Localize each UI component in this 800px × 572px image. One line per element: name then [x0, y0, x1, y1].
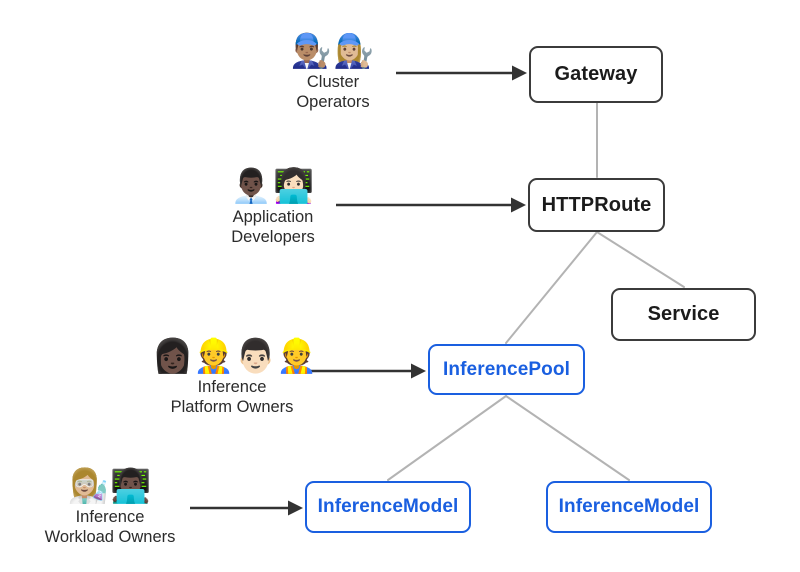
node-service[interactable]: Service [611, 288, 756, 341]
connector-inferencepool-model1 [387, 395, 507, 481]
node-label: InferencePool [443, 358, 570, 380]
woman-scientist-icon: 👩🏼‍🔬👨🏿‍💻 [67, 467, 153, 504]
node-label: HTTPRoute [541, 193, 652, 216]
node-label: Service [647, 303, 720, 325]
node-label: Gateway [554, 63, 638, 85]
node-httproute[interactable]: HTTPRoute [528, 178, 665, 232]
connector-inferencepool-model2 [505, 395, 630, 481]
node-label: InferenceModel [317, 496, 459, 517]
persona-label-line: Inference [197, 378, 267, 396]
arrow-inference-workload-owners [190, 500, 303, 516]
man-mechanic-icon: 👨🏽‍🔧👩🏼‍🔧 [290, 32, 376, 69]
arrow-application-developers [336, 197, 526, 213]
persona-label-line: Platform Owners [170, 398, 294, 416]
node-inferencemodel1[interactable]: InferenceModel [305, 481, 471, 533]
connector-httproute-service [596, 231, 685, 288]
man-office-worker-icon: 👨🏿‍💼👩🏻‍💻 [230, 167, 316, 204]
woman-construction-worker-icon: 👩🏿‍👷👨🏻‍👷 [152, 337, 319, 374]
node-label: InferenceModel [558, 496, 700, 517]
node-inferencemodel2[interactable]: InferenceModel [546, 481, 712, 533]
connector-httproute-inferencepool [505, 231, 598, 344]
node-inferencepool[interactable]: InferencePool [428, 344, 585, 395]
arrow-cluster-operators [396, 65, 527, 81]
persona-label-line: Cluster [306, 73, 360, 91]
persona-label-line: Workload Owners [44, 528, 176, 546]
persona-label-line: Application [232, 208, 314, 226]
node-gateway[interactable]: Gateway [529, 46, 663, 103]
persona-label-line: Inference [75, 508, 145, 526]
persona-label-line: Developers [231, 228, 315, 246]
persona-label-line: Operators [296, 93, 370, 111]
arrow-inference-platform-owners [310, 363, 426, 379]
